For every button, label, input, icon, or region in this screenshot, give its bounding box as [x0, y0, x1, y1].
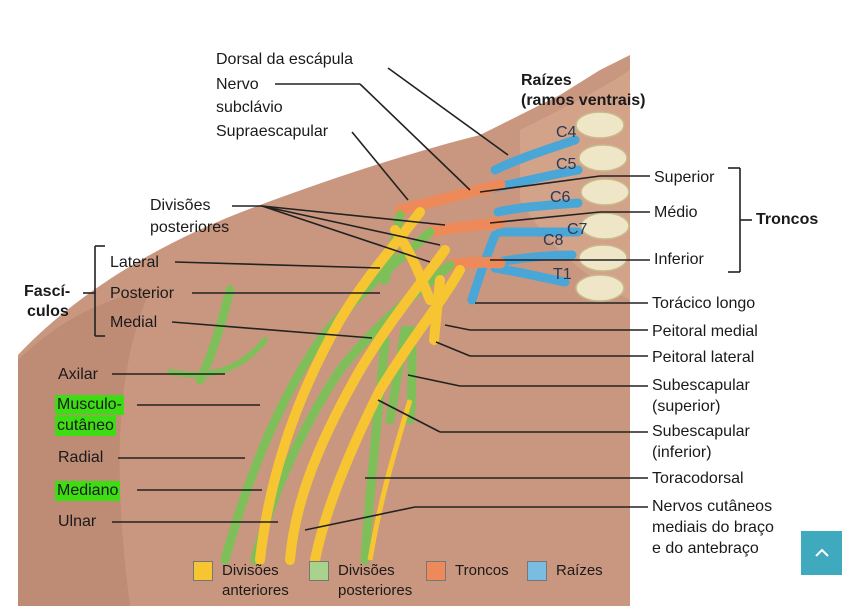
- legend-swatch-trunks: [426, 561, 446, 581]
- label-radial: Radial: [58, 449, 104, 466]
- legend-label-roots: Raízes: [556, 562, 603, 579]
- label-peitoral-lateral: Peitoral lateral: [652, 349, 755, 366]
- label-medio: Médio: [654, 204, 698, 221]
- label-nervo-subclavio-2: subclávio: [216, 99, 283, 116]
- label-musculocutaneo-1: Musculo-: [55, 395, 124, 415]
- legend-label-posterior-2: posteriores: [338, 582, 413, 599]
- vertebra-label-c4: C4: [556, 124, 577, 141]
- label-subescapular-inf-1: Subescapular: [652, 423, 750, 440]
- label-nervo-subclavio-1: Nervo: [216, 76, 259, 93]
- label-raizes-2: (ramos ventrais): [521, 92, 646, 109]
- label-supraescapular: Supraescapular: [216, 123, 329, 140]
- label-subescapular-sup-1: Subescapular: [652, 377, 750, 394]
- label-divisoes-posteriores-2: posteriores: [150, 219, 230, 236]
- legend-label-anterior-2: anteriores: [222, 582, 289, 599]
- label-superior: Superior: [654, 169, 715, 186]
- label-inferior: Inferior: [654, 251, 704, 268]
- chevron-up-icon: [814, 548, 829, 557]
- label-troncos: Troncos: [756, 211, 819, 228]
- vertebral-column: [575, 111, 630, 302]
- label-posterior: Posterior: [110, 285, 175, 302]
- arm-shading: [18, 290, 150, 606]
- leader-lines: [83, 67, 752, 531]
- vertebra-label-t1: T1: [553, 266, 572, 283]
- legend-swatch-roots: [527, 561, 547, 581]
- label-cutaneos-1: Nervos cutâneos: [652, 498, 773, 515]
- label-subescapular-sup-2: (superior): [652, 398, 721, 415]
- scroll-to-top-button[interactable]: [801, 531, 842, 575]
- medial-cutaneous-branch: [367, 399, 413, 561]
- label-musculocutaneo-2: cutâneo: [55, 416, 116, 436]
- legend-label-trunks: Troncos: [455, 562, 509, 579]
- label-divisoes-posteriores-1: Divisões: [150, 197, 211, 214]
- label-raizes-1: Raízes: [521, 72, 572, 89]
- label-axilar: Axilar: [58, 366, 99, 383]
- label-fasciculos-1: Fascí-: [24, 283, 71, 300]
- legend-label-anterior-1: Divisões: [222, 562, 279, 579]
- label-peitoral-medial: Peitoral medial: [652, 323, 758, 340]
- vertebra-label-c8: C8: [543, 232, 564, 249]
- label-subescapular-inf-2: (inferior): [652, 444, 712, 461]
- label-toracodorsal: Toracodorsal: [652, 470, 744, 487]
- vertebra-label-c6: C6: [550, 189, 571, 206]
- label-fasciculos-2: culos: [27, 303, 69, 320]
- label-lateral: Lateral: [110, 254, 159, 271]
- label-cutaneos-2: mediais do braço: [652, 519, 774, 536]
- legend-swatch-posterior: [309, 561, 329, 581]
- label-ulnar: Ulnar: [58, 513, 97, 530]
- vertebra-label-c7: C7: [567, 221, 588, 238]
- label-cutaneos-3: e do antebraço: [652, 540, 759, 557]
- legend-swatch-anterior: [193, 561, 213, 581]
- legend-label-posterior-1: Divisões: [338, 562, 395, 579]
- label-mediano: Mediano: [55, 481, 121, 501]
- label-toracico-longo: Torácico longo: [652, 295, 756, 312]
- label-medial: Medial: [110, 314, 158, 331]
- label-dorsal-escapula: Dorsal da escápula: [216, 51, 353, 68]
- vertebra-label-c5: C5: [556, 156, 577, 173]
